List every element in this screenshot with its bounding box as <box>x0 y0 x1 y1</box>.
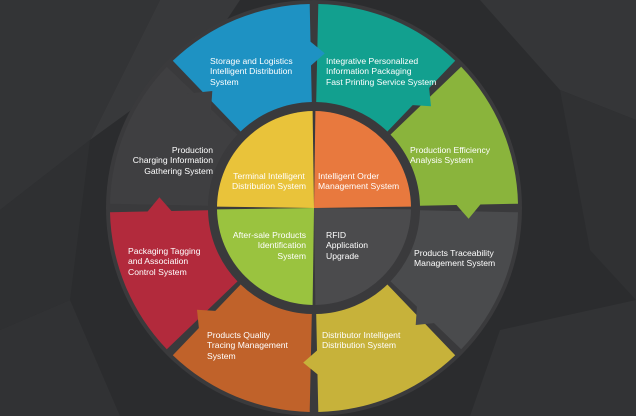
arrow-efficiency <box>452 199 485 219</box>
arrow-charging <box>186 91 213 115</box>
label-terminal-distribution: Terminal Intelligent Distribution System <box>231 171 307 192</box>
inner-segment-order <box>314 111 411 208</box>
segment-integrative <box>316 4 456 132</box>
segment-storage <box>172 4 312 132</box>
arrow-packaging <box>143 197 176 217</box>
label-products-traceability: Products Traceability Management System <box>414 248 496 269</box>
label-packaging-tagging: Packaging Tagging and Association Contro… <box>128 246 201 277</box>
label-aftersale-identification: After-sale Products Identification Syste… <box>232 230 306 261</box>
label-production-charging: Production Charging Information Gatherin… <box>132 145 213 176</box>
inner-segment-aftersale <box>217 208 314 305</box>
label-integrative-packaging: Integrative Personalized Information Pac… <box>326 56 437 87</box>
label-rfid-upgrade: RFID Application Upgrade <box>326 230 369 261</box>
arrow-traceability <box>415 301 442 325</box>
segment-efficiency <box>390 66 518 206</box>
inner-segment-rfid <box>314 208 411 305</box>
arrow-distributor <box>303 346 323 379</box>
label-distributor-distribution: Distributor Intelligent Distribution Sys… <box>322 330 401 351</box>
segment-charging <box>110 66 238 206</box>
segment-quality <box>172 284 312 412</box>
label-production-efficiency: Production Efficiency Analysis System <box>410 145 491 166</box>
inner-segment-terminal <box>217 111 314 208</box>
label-storage-logistics: Storage and Logistics Intelligent Distri… <box>210 56 293 87</box>
arrow-storage <box>305 37 325 70</box>
segment-traceability <box>390 210 518 350</box>
label-products-quality: Products Quality Tracing Management Syst… <box>207 330 288 361</box>
segment-distributor <box>316 284 456 412</box>
label-order-management: Intelligent Order Management System <box>318 171 400 192</box>
segment-packaging <box>110 210 238 350</box>
arrow-integrative <box>407 80 431 107</box>
arrow-quality <box>197 309 221 336</box>
